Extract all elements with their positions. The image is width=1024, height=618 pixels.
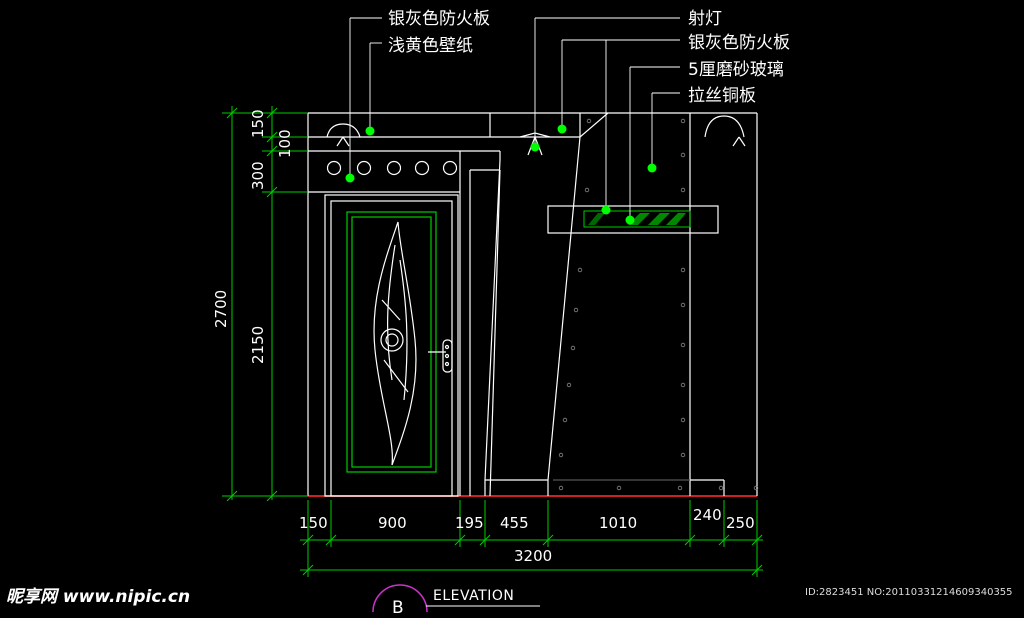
watermark-id: ID:2823451 NO:20110331214609340355: [805, 587, 1013, 598]
elevation-marker-letter: B: [392, 598, 404, 618]
callout-silver-fireproof-board-left: 银灰色防火板: [388, 9, 490, 29]
spotlight-left-icon: [326, 123, 361, 147]
dim-label-240: 240: [693, 506, 722, 524]
dim-label-2700-vertical: 2700: [212, 289, 230, 328]
door-handle-icon: [428, 339, 453, 373]
dim-label-900: 900: [378, 514, 407, 532]
slanted-panels: [469, 136, 581, 497]
callout-spotlight: 射灯: [688, 9, 722, 29]
callout-light-yellow-wallpaper: 浅黄色壁纸: [388, 36, 473, 56]
dim-label-455: 455: [500, 514, 529, 532]
door-leaf-ornament: [373, 221, 417, 466]
callout-silver-fireproof-board-right: 银灰色防火板: [688, 33, 790, 53]
panel-rivets: [558, 118, 759, 491]
callout-markers: [345, 124, 657, 225]
horizontal-dimension-lines: [300, 500, 763, 577]
dim-label-300-vertical: 300: [249, 161, 267, 190]
dim-label-total-3200: 3200: [514, 547, 553, 565]
spotlight-right-icon: [704, 115, 746, 147]
dim-label-150-vertical: 150: [249, 109, 267, 138]
dim-label-250: 250: [726, 514, 755, 532]
frosted-glass-inset: [583, 210, 691, 228]
copper-panel: [547, 112, 725, 496]
dim-label-2150-vertical: 2150: [249, 325, 267, 364]
callout-brushed-copper: 拉丝铜板: [688, 86, 756, 106]
elevation-marker-circle: [372, 584, 540, 612]
vertical-dimension-lines: [222, 106, 308, 502]
wall-outline: [307, 112, 758, 496]
watermark-site: 昵享网 www.nipic.cn: [6, 587, 191, 607]
dim-label-150: 150: [299, 514, 328, 532]
dim-label-1010: 1010: [599, 514, 638, 532]
elevation-title: ELEVATION: [433, 588, 515, 604]
dim-label-195: 195: [455, 514, 484, 532]
callout-frosted-glass: 5厘磨砂玻璃: [688, 60, 784, 80]
callout-leaders: [349, 17, 680, 220]
dim-label-100-vertical: 100: [276, 129, 294, 158]
decorative-circles: [326, 160, 458, 176]
